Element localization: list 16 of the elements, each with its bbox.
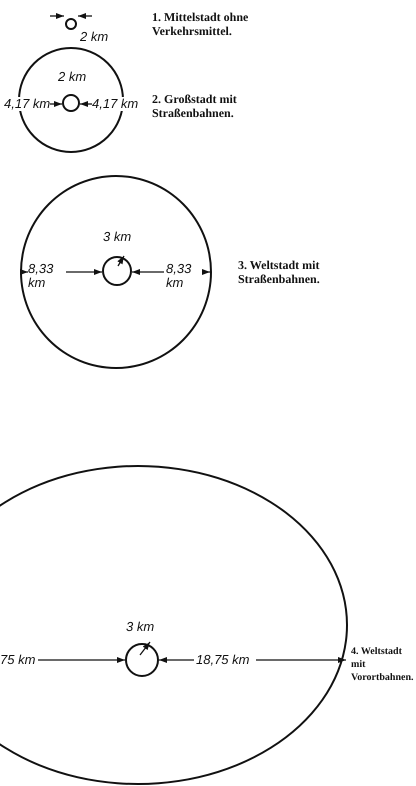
caption-text: 3. Weltstadt mit Straßenbahnen. <box>238 258 321 286</box>
dimension-label: 3 km <box>103 230 132 244</box>
dimension-label: 2 km <box>80 30 108 44</box>
dimension-label: 18,75 km <box>196 653 250 667</box>
circle-outline <box>125 643 159 677</box>
circle-outline <box>65 18 77 30</box>
circle-outline <box>62 94 80 112</box>
caption-text: 2. Großstadt mit Straßenbahnen. <box>152 92 238 120</box>
dimension-label: 2 km <box>58 70 86 84</box>
caption-text: 1. Mittelstadt ohne Verkehrsmittel. <box>152 10 250 38</box>
caption-text: 4. Weltstadt mit Vorortbahnen. <box>351 645 415 684</box>
circle-outline <box>102 256 132 286</box>
dimension-label: 4,17 km <box>92 97 138 111</box>
dimension-label: 3 km <box>126 620 154 634</box>
dimension-label: 4,17 km <box>4 97 50 111</box>
dimension-label: 75 km <box>0 653 36 667</box>
